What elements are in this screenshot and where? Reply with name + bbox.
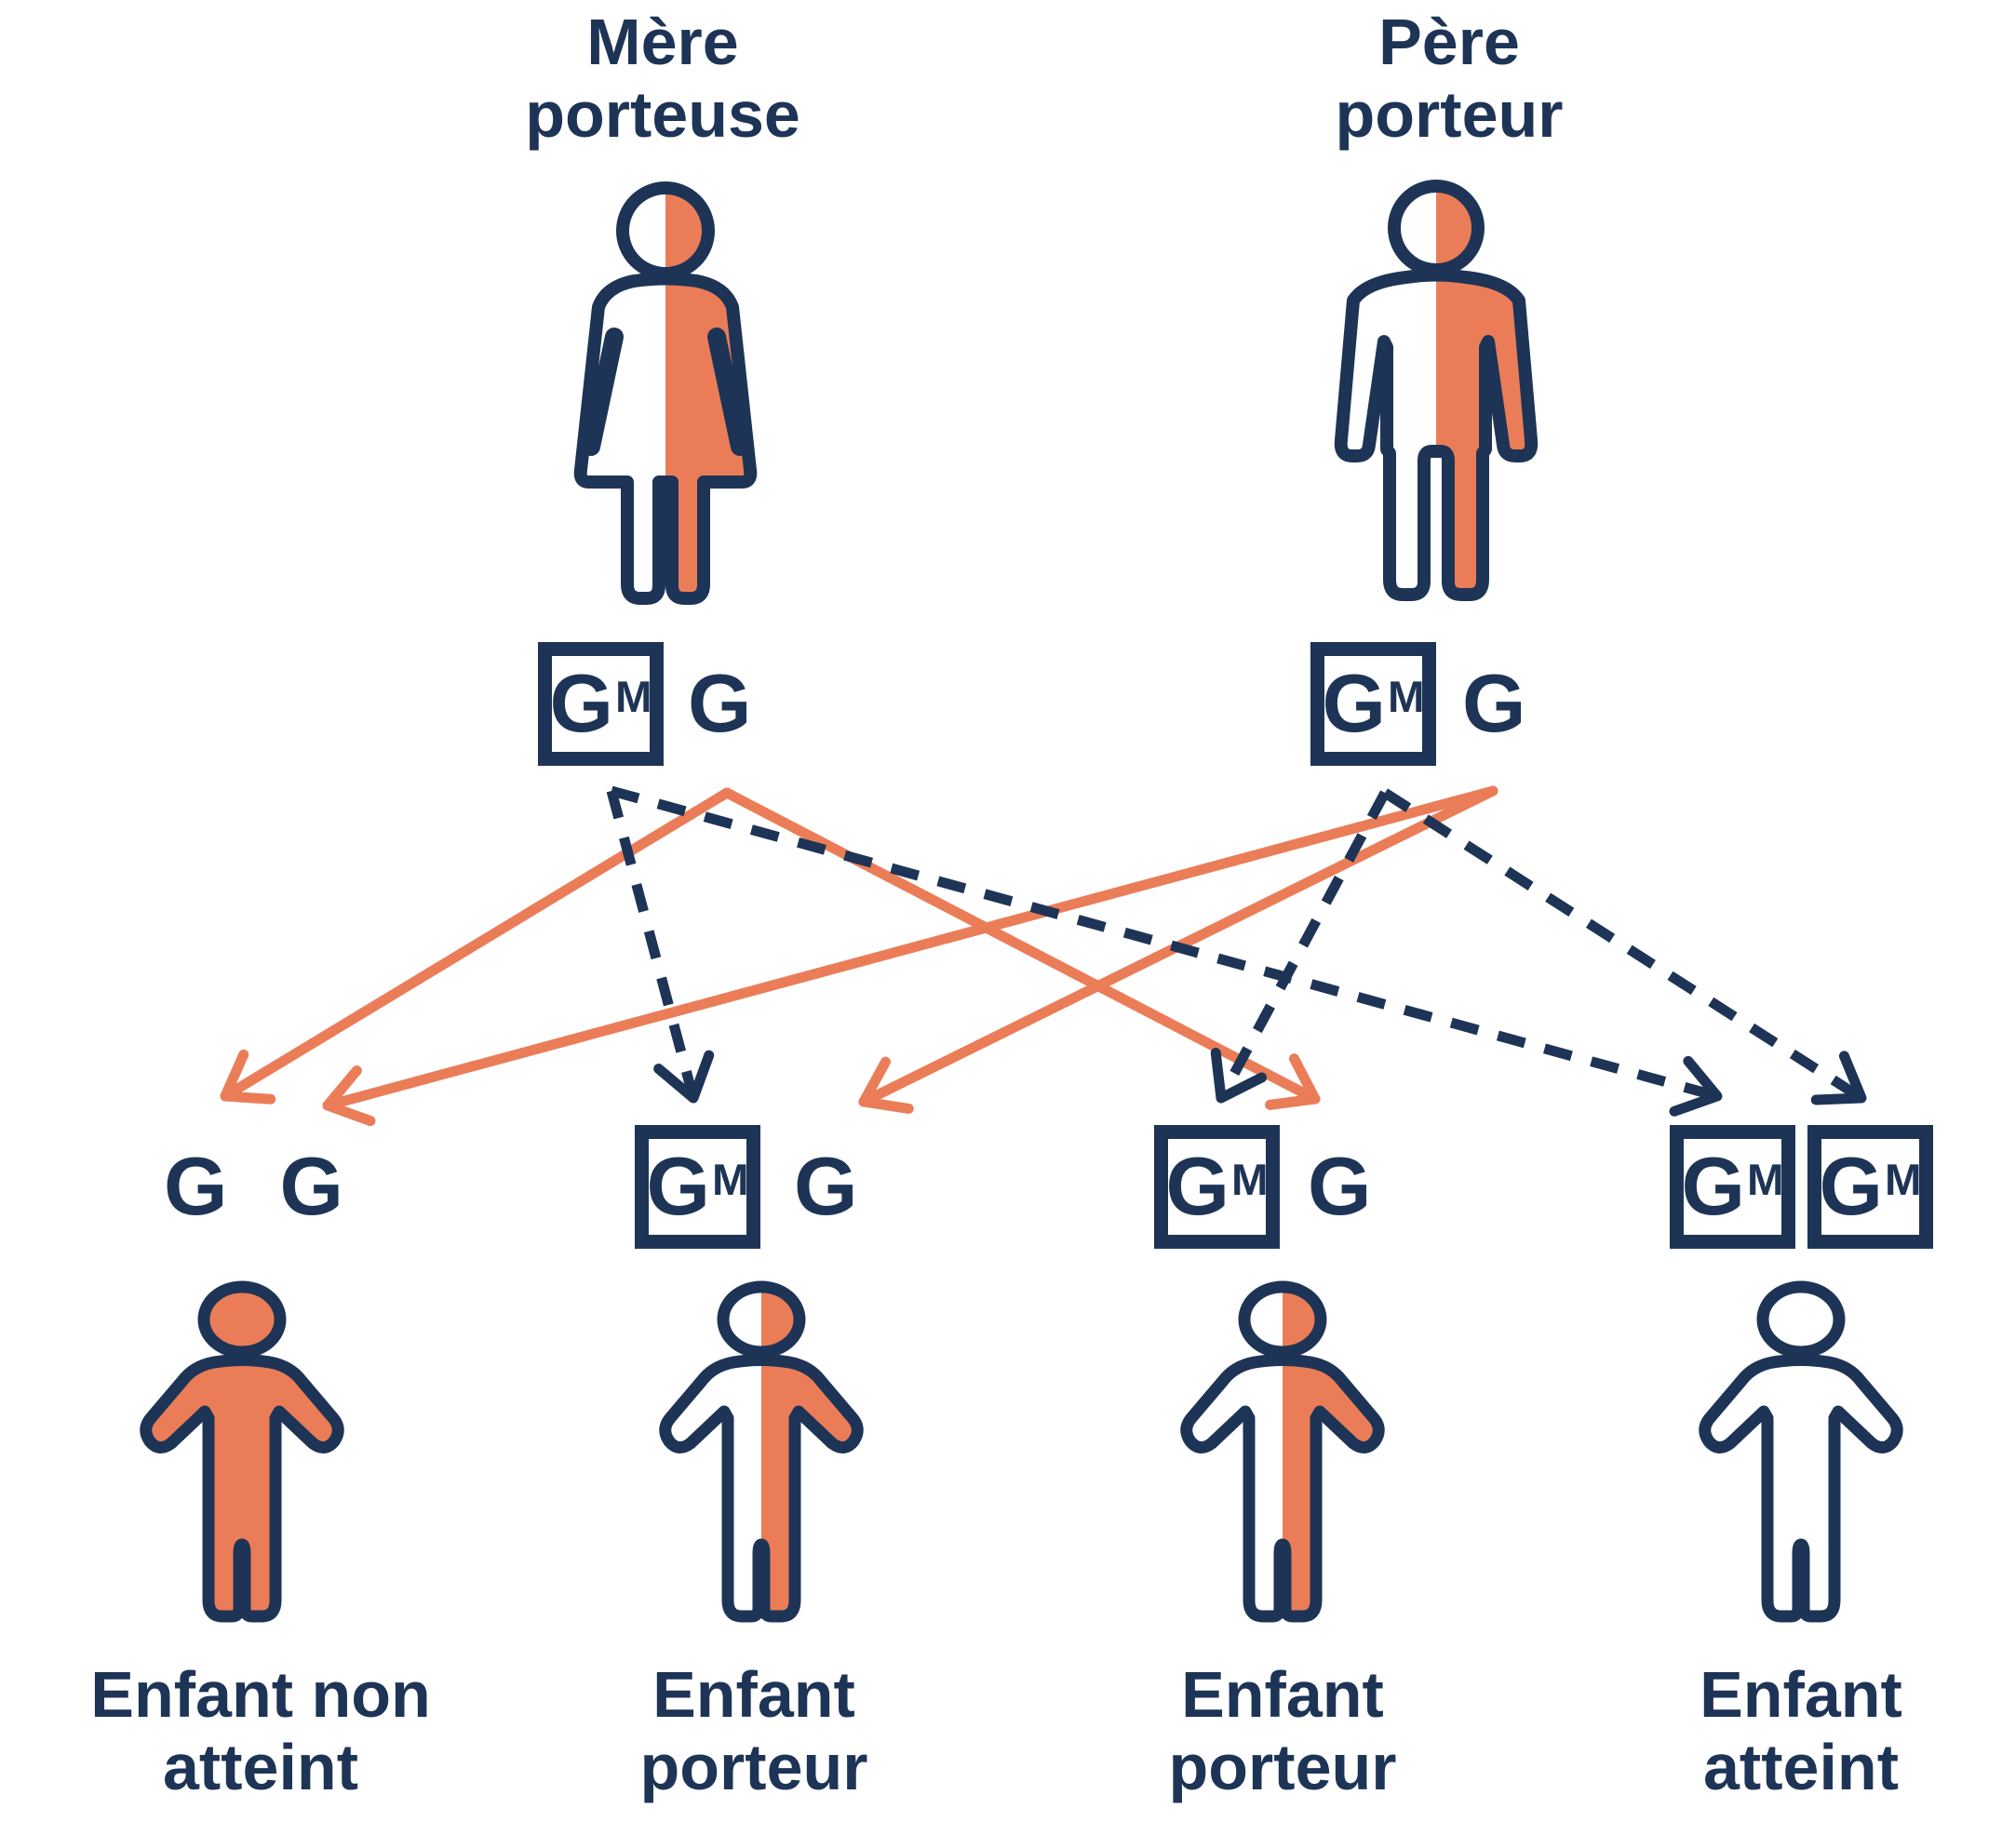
child2-mutated-allele-box: GM bbox=[635, 1124, 760, 1249]
father-label-line1: Père bbox=[1378, 6, 1520, 78]
mother-head bbox=[623, 188, 708, 274]
child2-genotype: GM G bbox=[635, 1124, 857, 1249]
inheritance-arrows bbox=[220, 785, 1867, 1127]
child3-label-line2: porteur bbox=[1168, 1731, 1397, 1804]
child4-genotype: GM GM bbox=[1670, 1124, 1933, 1249]
child3-mutated-allele-box: GM bbox=[1154, 1124, 1280, 1249]
child3-label: Enfant porteur bbox=[1022, 1658, 1543, 1804]
child3-figure-icon bbox=[1186, 1280, 1379, 1616]
child3-label-line1: Enfant bbox=[1181, 1658, 1384, 1731]
father-allele-g: G bbox=[1462, 657, 1526, 749]
mother-label-line1: Mère bbox=[586, 6, 739, 78]
child4-mutated-allele-box-1: GM bbox=[1670, 1124, 1795, 1249]
child2-head bbox=[723, 1287, 799, 1352]
mother-left-arm bbox=[582, 328, 624, 456]
child2-label-line1: Enfant bbox=[652, 1658, 855, 1731]
father-genotype: GM G bbox=[1310, 641, 1525, 766]
child3-body bbox=[1186, 1359, 1379, 1616]
child2-allele-gm: GM bbox=[646, 1140, 749, 1232]
child3-orange-half bbox=[1283, 1287, 1379, 1616]
child2-label: Enfant porteur bbox=[493, 1658, 1014, 1804]
child1-genotype: G G bbox=[164, 1124, 343, 1249]
mother-figure-icon bbox=[580, 181, 751, 598]
father-label: Père porteur bbox=[1170, 6, 1728, 152]
mother-label-line2: porteuse bbox=[525, 78, 800, 152]
father-head bbox=[1394, 186, 1478, 270]
child1-figure-icon bbox=[145, 1280, 339, 1616]
mother-allele-g: G bbox=[688, 657, 752, 749]
child2-allele-g: G bbox=[794, 1140, 858, 1232]
father-label-line2: porteur bbox=[1335, 78, 1564, 152]
father-allele-gm: GM bbox=[1322, 657, 1425, 749]
mother-label: Mère porteuse bbox=[383, 6, 942, 152]
child4-mutated-allele-box-2: GM bbox=[1807, 1124, 1933, 1249]
arrow-mother-gm-to-child4 bbox=[610, 785, 1723, 1117]
child2-orange-half bbox=[761, 1287, 858, 1616]
arrow-father-g-to-child2 bbox=[858, 785, 1498, 1114]
arrow-father-gm-to-child4 bbox=[1382, 788, 1867, 1105]
father-figure-icon bbox=[1340, 180, 1532, 595]
child4-figure-icon bbox=[1704, 1280, 1898, 1616]
child1-allele-g1: G bbox=[164, 1140, 228, 1232]
child4-label-line1: Enfant bbox=[1700, 1658, 1902, 1731]
mother-mutated-allele-box: GM bbox=[538, 641, 664, 766]
child4-allele-gm1: GM bbox=[1681, 1140, 1784, 1232]
mother-allele-gm: GM bbox=[549, 657, 652, 749]
mother-genotype: GM G bbox=[538, 641, 751, 766]
child1-label-line2: atteint bbox=[163, 1731, 358, 1804]
child1-body bbox=[145, 1359, 339, 1616]
child3-head bbox=[1244, 1287, 1321, 1352]
child1-label-line1: Enfant non bbox=[90, 1658, 431, 1731]
arrow-mother-g-to-child1 bbox=[220, 787, 732, 1105]
child4-label-line2: atteint bbox=[1703, 1731, 1899, 1804]
mother-orange-half bbox=[665, 188, 751, 598]
father-orange-half bbox=[1436, 186, 1532, 595]
arrow-father-g-to-child1 bbox=[322, 785, 1498, 1127]
child3-genotype: GM G bbox=[1154, 1124, 1371, 1249]
father-body bbox=[1340, 275, 1532, 595]
child2-figure-icon bbox=[665, 1280, 858, 1616]
child1-allele-g2: G bbox=[279, 1140, 343, 1232]
arrow-mother-g-to-child3 bbox=[721, 787, 1321, 1110]
mother-right-arm bbox=[707, 328, 749, 456]
child4-head bbox=[1763, 1287, 1839, 1352]
child1-head bbox=[204, 1287, 280, 1352]
child3-allele-g: G bbox=[1308, 1140, 1372, 1232]
child4-label: Enfant atteint bbox=[1540, 1658, 2002, 1804]
child3-allele-gm: GM bbox=[1165, 1140, 1269, 1232]
child4-allele-gm2: GM bbox=[1819, 1140, 1922, 1232]
arrow-mother-gm-to-child2 bbox=[606, 789, 715, 1104]
child1-label: Enfant non atteint bbox=[0, 1658, 521, 1804]
child2-label-line2: porteur bbox=[639, 1731, 868, 1804]
father-mutated-allele-box: GM bbox=[1310, 641, 1436, 766]
arrow-father-gm-to-child3 bbox=[1210, 790, 1390, 1104]
child4-body bbox=[1704, 1359, 1898, 1616]
mother-body bbox=[580, 278, 751, 598]
child2-body bbox=[665, 1359, 858, 1616]
